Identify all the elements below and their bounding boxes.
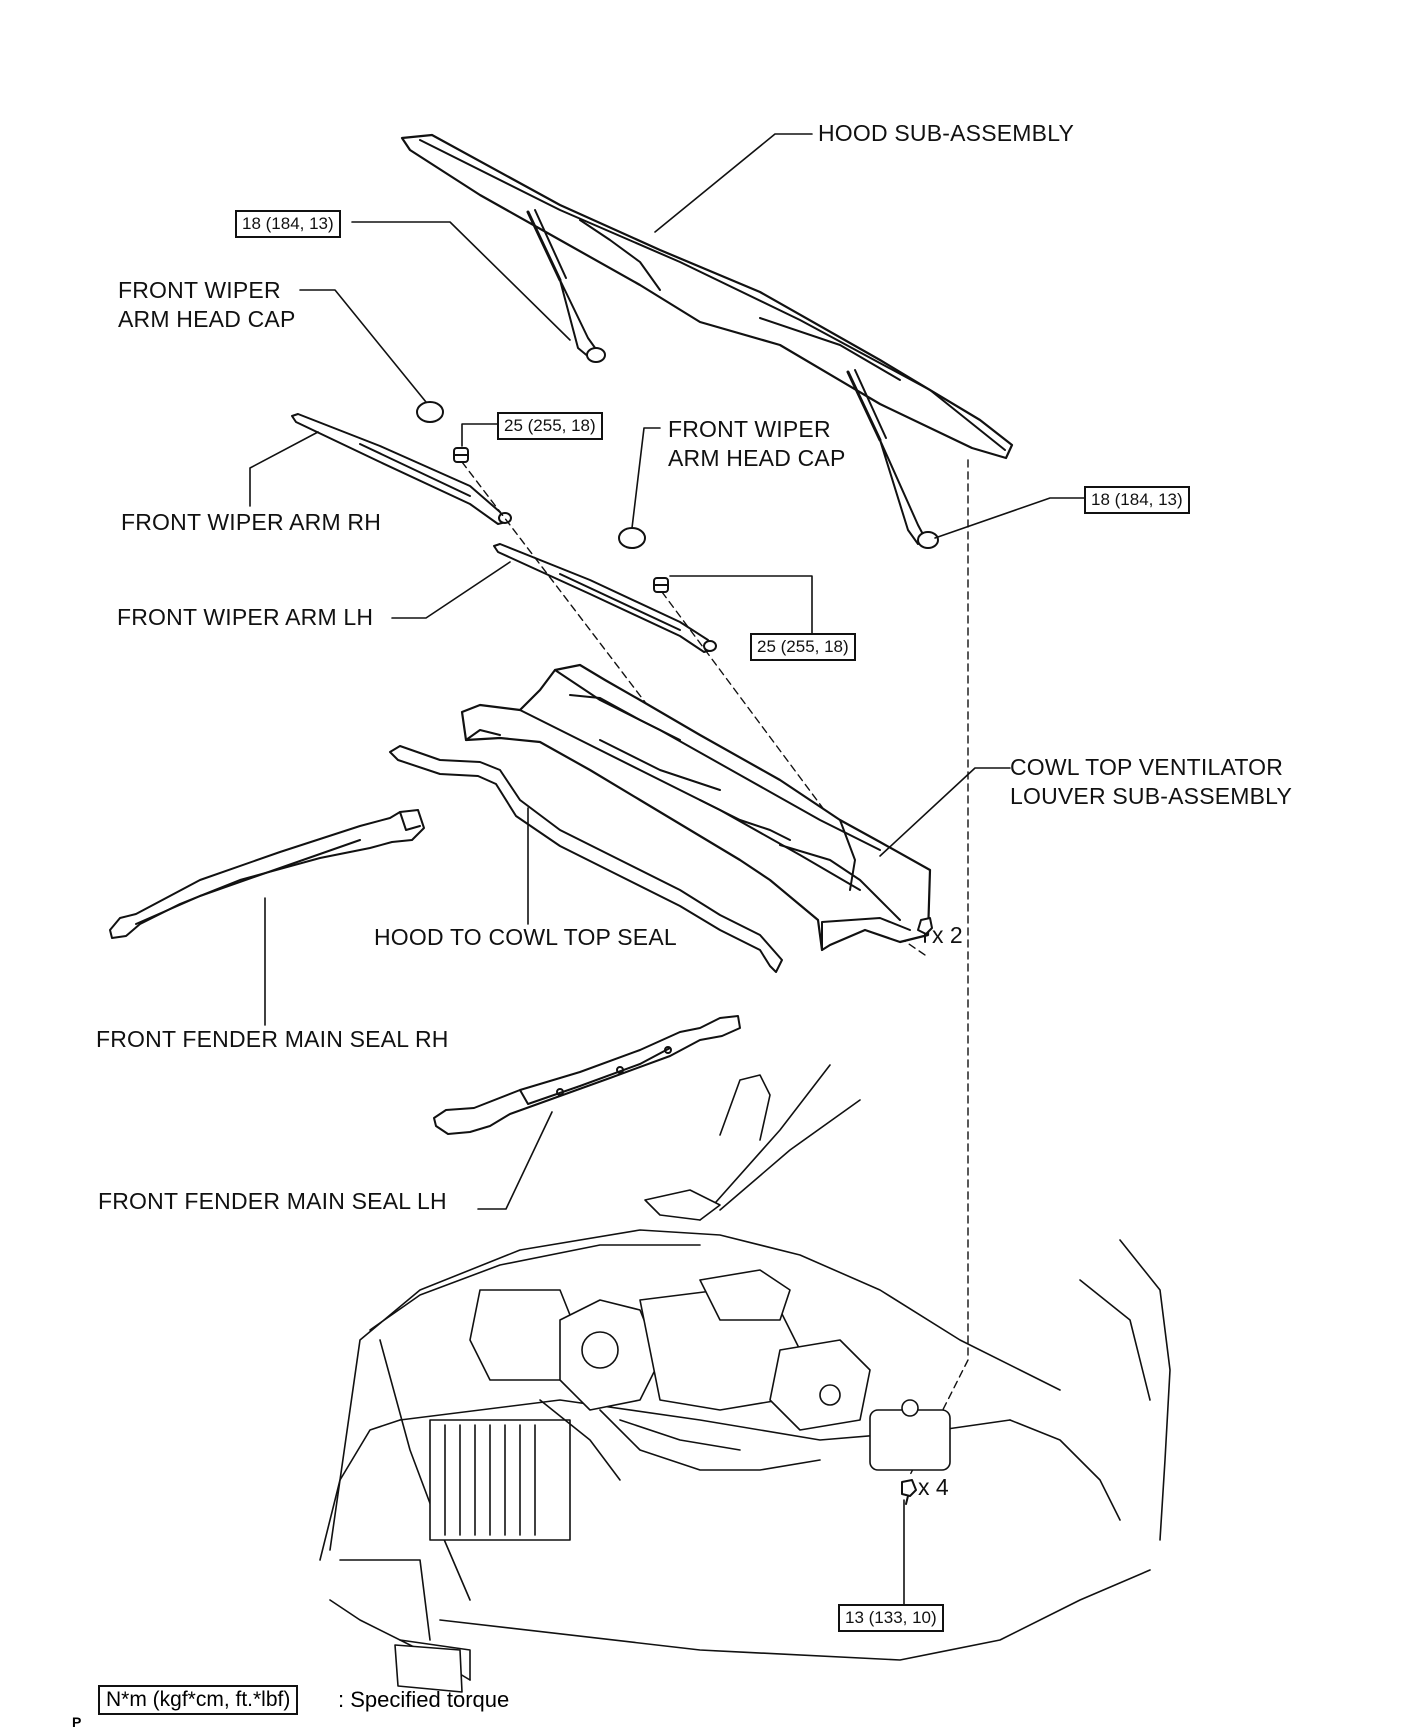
wiper-arm-rh-drawing	[292, 414, 511, 524]
page-footer-mark: P	[72, 1714, 82, 1730]
fender-seal-rh-label: FRONT FENDER MAIN SEAL RH	[96, 1026, 449, 1052]
hood-sub-assembly-label: HOOD SUB-ASSEMBLY	[818, 120, 1075, 146]
wiper-cap-lh-leader	[632, 428, 660, 528]
hood-leader-line	[655, 134, 812, 232]
wiper-arm-lh-drawing	[494, 544, 716, 652]
wiper-cap-lh-label-line2: ARM HEAD CAP	[668, 445, 846, 471]
wiper-cap-lh-shape	[619, 528, 645, 548]
wiper-arm-rh-leader	[250, 432, 318, 506]
wiper-arm-lh-label: FRONT WIPER ARM LH	[117, 604, 374, 630]
wiper-cap-lh-label-line1: FRONT WIPER	[668, 416, 831, 442]
wiper-nut-lh-torque: 25 (255, 18)	[750, 633, 856, 661]
hood-support-left-drawing	[528, 210, 605, 362]
cowl-louver-label-line2: LOUVER SUB-ASSEMBLY	[1010, 783, 1293, 809]
wiper-nut-rh-leader	[462, 424, 498, 446]
hood-bolt-shape	[902, 1480, 916, 1504]
wiper-cap-rh-label-line1: FRONT WIPER	[118, 277, 281, 303]
hood-to-cowl-seal-drawing	[390, 746, 782, 972]
wiper-cap-rh-label-line2: ARM HEAD CAP	[118, 306, 296, 332]
hood-support-left-leader	[352, 222, 570, 340]
cowl-clip-quantity: x 2	[932, 922, 963, 948]
cowl-louver-drawing	[462, 665, 930, 950]
wiper-nut-rh-shape	[454, 448, 468, 462]
hood-support-right-torque: 18 (184, 13)	[1084, 486, 1190, 514]
wiper-cap-rh-leader	[300, 290, 426, 402]
wiper-cap-rh-shape	[417, 402, 443, 422]
torque-units-legend-box: N*m (kgf*cm, ft.*lbf)	[98, 1685, 299, 1715]
torque-legend-description: : Specified torque	[338, 1687, 510, 1712]
wiper-nut-lh-shape	[654, 578, 668, 592]
wiper-arm-rh-label: FRONT WIPER ARM RH	[121, 509, 382, 535]
fender-seal-lh-label: FRONT FENDER MAIN SEAL LH	[98, 1188, 447, 1214]
hood-sub-assembly-drawing	[402, 135, 1012, 458]
fender-seal-lh-drawing	[434, 1016, 740, 1134]
wiper-nut-rh-torque: 25 (255, 18)	[497, 412, 603, 440]
hood-bolt-torque: 13 (133, 10)	[838, 1604, 944, 1632]
hood-support-left-torque: 18 (184, 13)	[235, 210, 341, 238]
vehicle-front-drawing	[320, 1065, 1170, 1692]
cowl-louver-label-line1: COWL TOP VENTILATOR	[1010, 754, 1284, 780]
wiper-nut-lh-leader	[670, 576, 812, 640]
hood-support-right-leader	[935, 498, 1084, 538]
cowl-clip-shape	[918, 918, 932, 942]
hood-support-right-drawing	[848, 370, 938, 548]
wiper-arm-lh-leader	[392, 562, 510, 618]
fender-lh-leader	[478, 1112, 552, 1209]
hood-bolt-quantity: x 4	[918, 1474, 949, 1500]
fender-seal-rh-drawing	[110, 810, 424, 938]
cowl-louver-leader	[880, 768, 1010, 856]
hood-to-cowl-seal-label: HOOD TO COWL TOP SEAL	[374, 924, 677, 950]
